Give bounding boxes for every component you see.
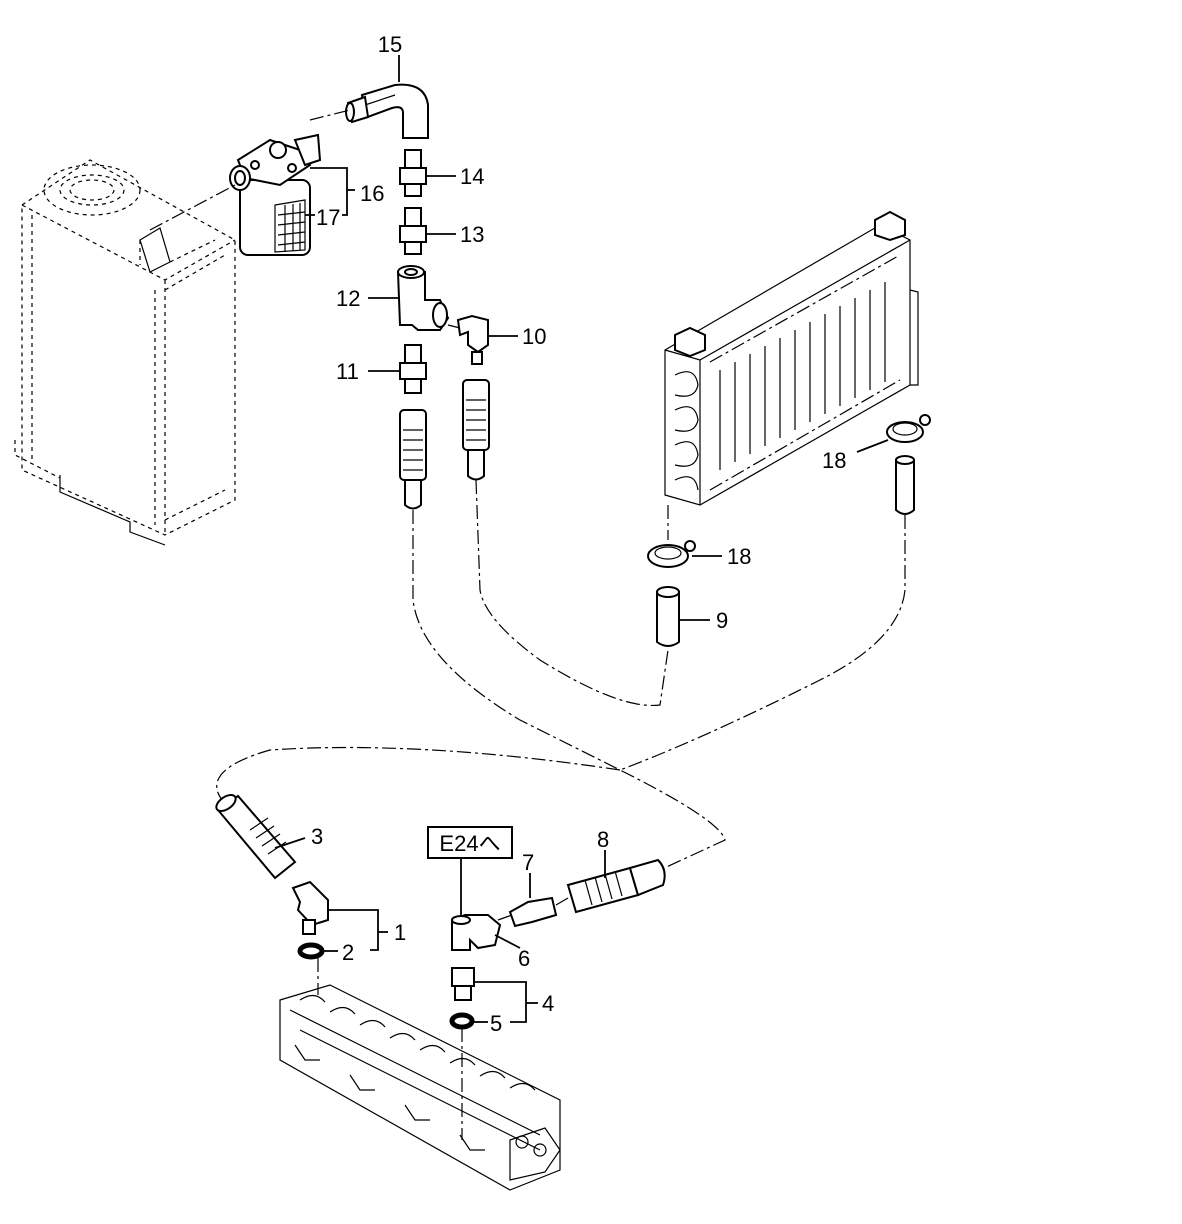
- o-ring-2: [297, 942, 325, 960]
- elbow-fitting-6: [451, 914, 502, 951]
- callout-13: 13: [460, 222, 484, 247]
- callout-6: 6: [518, 946, 530, 971]
- reference-box-label: E24へ: [439, 831, 500, 856]
- leader-lines: [274, 55, 889, 1023]
- o-ring-5: [449, 1012, 475, 1030]
- callout-11: 11: [336, 359, 359, 384]
- callout-14: 14: [460, 164, 484, 189]
- callout-16: 16: [360, 181, 384, 206]
- reference-box[interactable]: E24へ: [427, 826, 513, 859]
- callout-1: 1: [394, 920, 406, 945]
- callout-4: 4: [542, 991, 554, 1016]
- callout-18-left: 18: [727, 544, 751, 569]
- callout-17: 17: [316, 205, 340, 230]
- callout-15: 15: [378, 32, 402, 57]
- callout-10: 10: [522, 324, 546, 349]
- callout-2: 2: [342, 940, 354, 965]
- elbow-fitting-10: [456, 314, 489, 365]
- connector-7: [508, 896, 558, 928]
- callout-3: 3: [311, 824, 323, 849]
- fitting-14: [399, 149, 427, 197]
- oil-cooler: [664, 210, 919, 506]
- callout-5: 5: [490, 1011, 502, 1036]
- tee-fitting-12: [396, 265, 450, 331]
- callout-9: 9: [716, 608, 728, 633]
- adapter-4: [451, 967, 475, 1001]
- callout-18-right: 18: [822, 448, 846, 473]
- callout-8: 8: [597, 827, 609, 852]
- callout-7: 7: [522, 850, 534, 875]
- short-hose-9: [656, 586, 680, 647]
- short-hose-right: [895, 455, 915, 515]
- control-valve: [279, 984, 561, 1191]
- hose-end-right: [462, 379, 490, 481]
- hose-clamp-18-left: [647, 540, 696, 568]
- callout-12: 12: [336, 286, 360, 311]
- hose-clamp-18-right: [886, 414, 931, 443]
- callout-labels: 15 14 16 17 13 12 10 11 18 18 9 3 8 7 1 …: [311, 32, 846, 1036]
- hose-end-3: [215, 794, 297, 880]
- fitting-11: [399, 344, 427, 394]
- hose-end-8: [566, 858, 666, 914]
- strainer-mesh: [274, 199, 306, 253]
- hydraulic-tank: [14, 159, 236, 546]
- strainer-assembly: [229, 133, 322, 256]
- elbow-fitting-1: [291, 880, 329, 935]
- hose-end-left: [399, 409, 427, 510]
- fitting-13: [399, 207, 427, 255]
- elbow-hose-15: [345, 83, 429, 139]
